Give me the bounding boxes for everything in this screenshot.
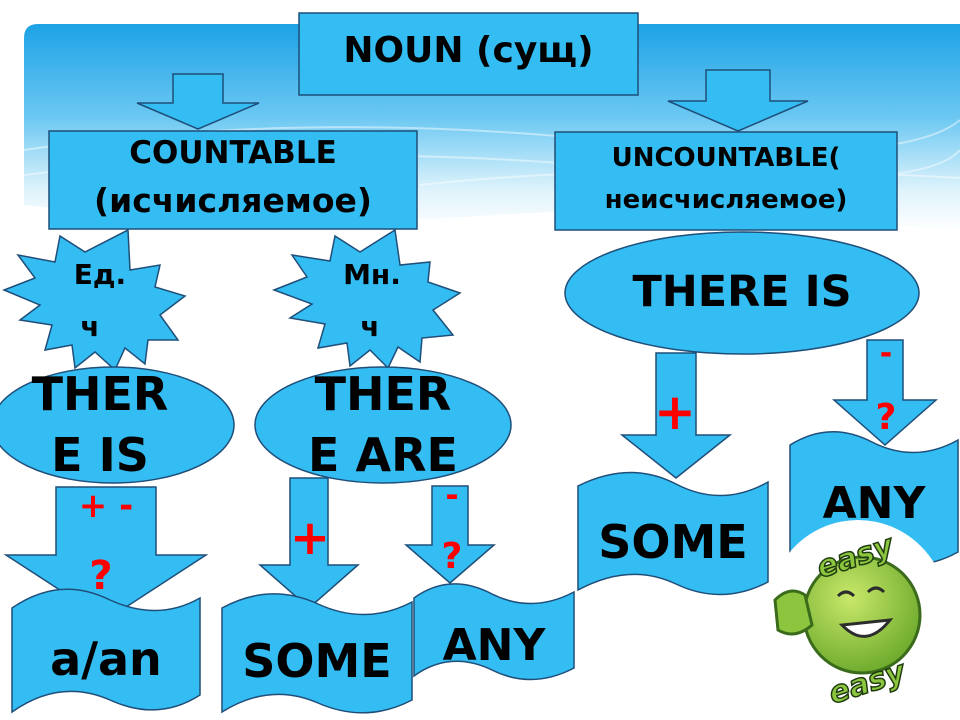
singular-star	[1, 228, 187, 372]
sign-question-any-uncountable: ?	[875, 397, 897, 438]
logo-thumb	[773, 589, 814, 636]
there-are-line2: E ARE	[308, 428, 458, 482]
result-any-plural: ANY	[442, 620, 546, 671]
countable-label-line2: (исчисляемое)	[94, 181, 372, 220]
result-any-uncountable: ANY	[822, 478, 926, 529]
uncountable-label-line1: UNCOUNTABLE(	[611, 143, 841, 173]
singular-star-line1: Ед.	[73, 258, 127, 291]
some-uncountable-banner	[577, 471, 769, 596]
there-is-countable-ellipse	[0, 366, 235, 484]
sign-question-any-plural: ?	[441, 536, 463, 577]
result-some-plural: SOME	[242, 634, 392, 688]
uncountable-label-line2: неисчисляемое)	[604, 185, 848, 215]
uncountable-box	[554, 131, 898, 231]
arrow-to-any-plural	[403, 485, 497, 584]
there-is-uncountable-label: THERE IS	[632, 267, 852, 317]
root-box	[298, 12, 639, 96]
some-plural-banner	[221, 593, 413, 714]
countable-box	[48, 130, 418, 230]
there-is-countable-line2: E IS	[51, 428, 149, 482]
there-are-line1: THER	[314, 367, 452, 421]
arrow-to-uncountable	[667, 69, 809, 132]
sign-plus-minus: + -	[78, 486, 134, 526]
arrow-to-any-uncountable	[832, 339, 938, 447]
result-some-uncountable: SOME	[598, 515, 748, 569]
arrow-to-some-uncountable	[619, 352, 733, 479]
arrow-to-countable	[136, 73, 260, 130]
easy-logo: easy easy	[768, 520, 948, 712]
sign-question-a-an: ?	[89, 553, 113, 599]
sign-minus-any-uncountable: -	[879, 336, 893, 371]
result-a-an: a/an	[50, 632, 162, 686]
plural-star-line1: Мн.	[343, 258, 401, 291]
a-an-banner	[11, 588, 201, 714]
there-are-ellipse	[254, 366, 512, 484]
sign-plus-some-uncountable: +	[654, 383, 696, 441]
singular-star-line2: ч	[80, 310, 100, 343]
there-is-uncountable-ellipse	[564, 231, 920, 355]
arrow-to-a-an	[3, 486, 209, 621]
arrow-to-some-plural	[258, 477, 360, 609]
countable-label-line1: COUNTABLE	[129, 135, 337, 171]
plural-star	[271, 228, 462, 370]
logo-mouth	[838, 618, 894, 638]
logo-eye-left	[836, 590, 856, 598]
plural-star-line2: ч	[360, 310, 380, 343]
sign-minus-any-plural: -	[445, 476, 459, 514]
logo-eye-right	[866, 586, 886, 594]
sign-plus-some-plural: +	[289, 510, 331, 566]
there-is-countable-line1: THER	[31, 367, 169, 421]
root-label: NOUN (сущ)	[343, 30, 594, 71]
any-plural-banner	[413, 583, 575, 681]
